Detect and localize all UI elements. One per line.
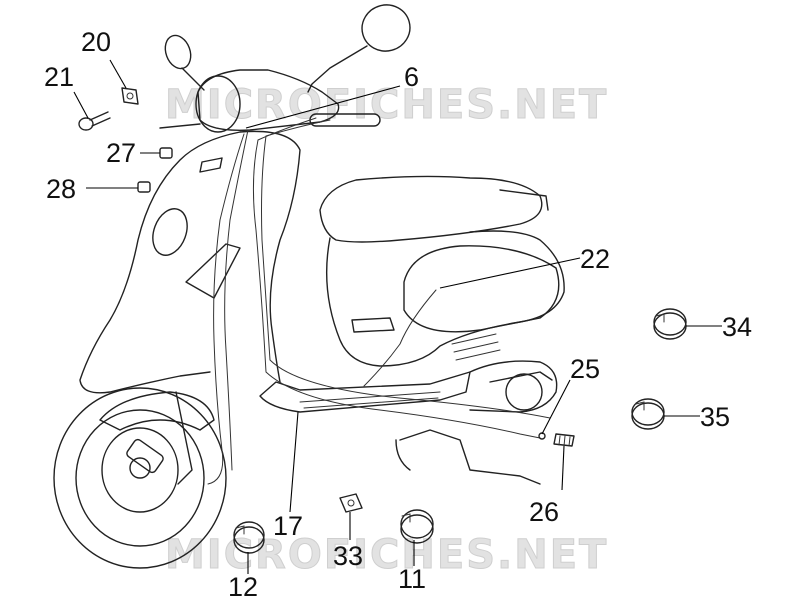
clamp-12-tab bbox=[235, 525, 245, 535]
leg-shield-inner bbox=[239, 130, 301, 383]
clamp-11-tab bbox=[401, 513, 411, 523]
rear-hub bbox=[505, 373, 543, 411]
clip-20-hole bbox=[126, 92, 134, 100]
clamp-11-inner bbox=[400, 514, 434, 544]
callout-26: 26 bbox=[529, 497, 559, 527]
screw-21-shank bbox=[89, 111, 111, 127]
clip-33-shape bbox=[339, 493, 363, 513]
part-26-adjuster bbox=[553, 433, 575, 447]
choke-cable-run bbox=[363, 289, 437, 387]
stand-left bbox=[395, 439, 411, 471]
part-33-clip bbox=[339, 493, 363, 513]
cable-routing bbox=[207, 117, 551, 485]
watermark-top: MICROFICHES.NET bbox=[165, 82, 608, 128]
callout-17: 17 bbox=[273, 511, 303, 541]
watermark-bottom: MICROFICHES.NET bbox=[165, 532, 608, 578]
scooter-illustration bbox=[53, 4, 565, 569]
callout-labels: 20 21 27 28 6 22 34 25 35 26 17 33 11 12 bbox=[44, 27, 752, 600]
front-brake-cable bbox=[207, 133, 245, 485]
front-fender bbox=[99, 391, 215, 431]
front-tire bbox=[53, 387, 227, 569]
clamp-12 bbox=[233, 521, 265, 554]
speedo-cable bbox=[224, 129, 249, 471]
clamp-11-outer bbox=[400, 509, 434, 539]
callout-27: 27 bbox=[106, 138, 136, 168]
step-vent bbox=[351, 317, 395, 333]
part-27-guide bbox=[159, 147, 173, 159]
leader-20 bbox=[109, 59, 127, 89]
callout-20: 20 bbox=[81, 27, 111, 57]
clamp-34 bbox=[653, 308, 687, 340]
cowl-vents bbox=[451, 333, 501, 361]
rear-brake-cable bbox=[252, 117, 541, 439]
adjuster-26-body bbox=[553, 433, 575, 447]
horn-grill bbox=[152, 208, 188, 256]
front-shield bbox=[79, 131, 241, 394]
callout-35: 35 bbox=[700, 402, 730, 432]
rear-brake-lever bbox=[489, 371, 553, 383]
brake-disc bbox=[101, 427, 179, 513]
callout-28: 28 bbox=[46, 174, 76, 204]
callout-6: 6 bbox=[404, 62, 419, 92]
callout-11: 11 bbox=[398, 564, 426, 594]
right-mirror bbox=[361, 4, 411, 52]
body-panel bbox=[325, 230, 565, 367]
clamp-12-outer bbox=[233, 521, 265, 549]
callout-33: 33 bbox=[333, 541, 363, 571]
clip-33-hole bbox=[347, 499, 355, 507]
throttle-cable-run bbox=[261, 119, 551, 419]
front-rim bbox=[75, 409, 205, 547]
glove-box-handle bbox=[185, 243, 241, 299]
clip-20-shape bbox=[121, 87, 139, 105]
left-mirror bbox=[164, 34, 192, 70]
callout-22: 22 bbox=[580, 244, 610, 274]
front-fork bbox=[175, 391, 193, 485]
clamp-35-tab bbox=[635, 401, 645, 411]
clamp-35 bbox=[631, 398, 665, 430]
leader-6 bbox=[245, 85, 401, 129]
left-grip bbox=[159, 123, 201, 129]
leader-21 bbox=[73, 91, 89, 119]
front-hub bbox=[129, 457, 151, 479]
leader-26 bbox=[561, 445, 565, 491]
part-20-clip bbox=[121, 87, 139, 105]
clamp-12-inner bbox=[233, 526, 265, 554]
adjuster-26-threads bbox=[558, 435, 571, 447]
leader-25 bbox=[541, 379, 571, 435]
shield-badge bbox=[199, 157, 223, 173]
side-cowl bbox=[403, 245, 560, 333]
callout-34: 34 bbox=[722, 312, 752, 342]
guide-28-shape bbox=[137, 181, 151, 193]
engine-case bbox=[469, 360, 558, 413]
guide-27-shape bbox=[159, 147, 173, 159]
brake-caliper bbox=[126, 438, 164, 474]
floorboard bbox=[259, 371, 471, 413]
seat bbox=[319, 175, 543, 243]
clamp-34-tab bbox=[655, 313, 665, 323]
callout-25: 25 bbox=[570, 354, 600, 384]
screw-21-head bbox=[78, 117, 94, 131]
right-mirror-stem bbox=[307, 45, 368, 93]
leader-22 bbox=[439, 257, 581, 289]
part-21-screw bbox=[78, 111, 111, 131]
leader-lines bbox=[73, 59, 722, 574]
clamp-11 bbox=[400, 509, 434, 544]
callout-21: 21 bbox=[44, 62, 74, 92]
headlight bbox=[195, 75, 241, 133]
center-stand bbox=[399, 429, 541, 485]
leader-17 bbox=[289, 411, 299, 513]
callout-12: 12 bbox=[228, 572, 258, 600]
rear-rack bbox=[499, 189, 549, 211]
part-28-guide bbox=[137, 181, 151, 193]
